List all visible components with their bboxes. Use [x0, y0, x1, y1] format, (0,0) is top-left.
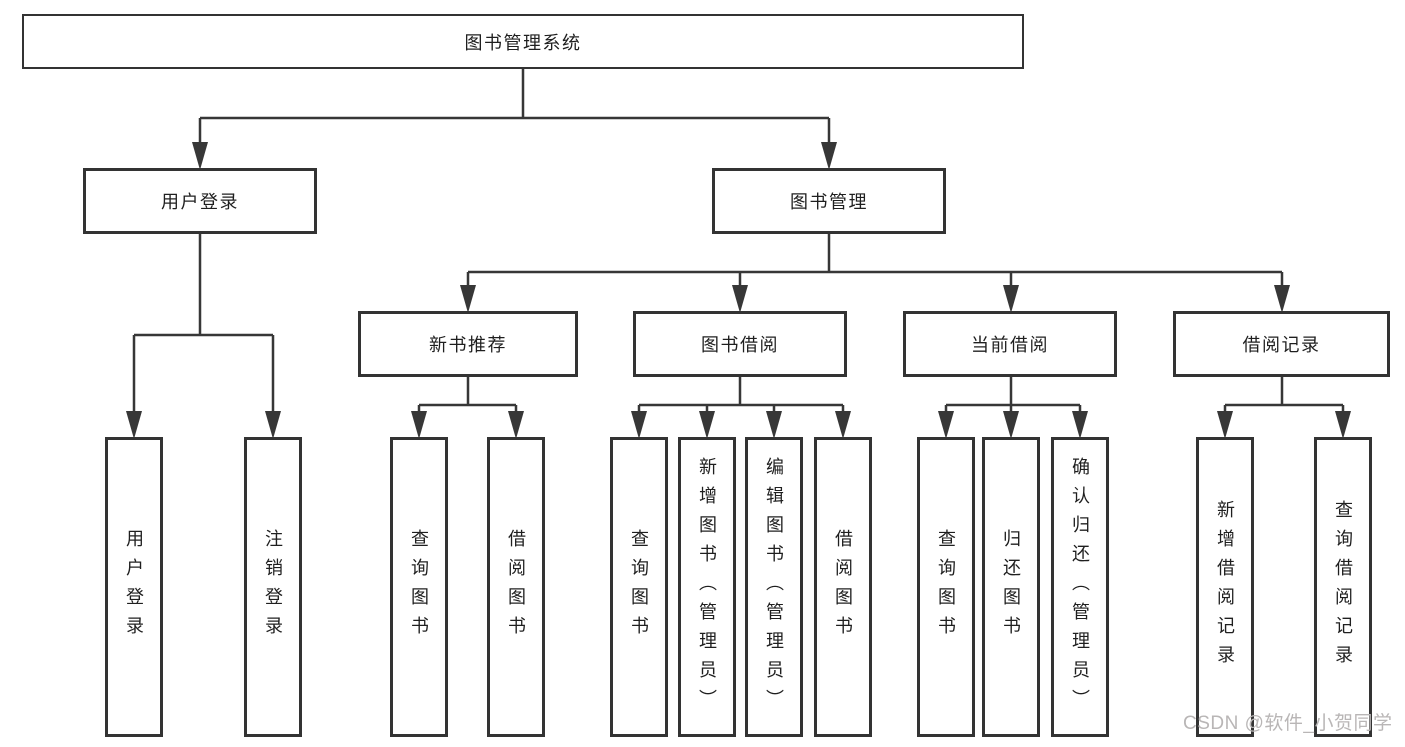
node-label: 图书管理: [790, 192, 868, 212]
leaf-label: 新增借阅记录: [1215, 500, 1235, 674]
root-to-level1-connector: [198, 69, 831, 144]
node-label: 用户登录: [161, 192, 239, 212]
node-label: 图书管理系统: [464, 32, 582, 53]
node-borrowing-records: 借阅记录: [1173, 311, 1390, 377]
node-new-book-recommendation: 新书推荐: [358, 311, 578, 377]
bookmgmt-to-sections-connector: [466, 234, 1284, 287]
leaf-logout: 注销登录: [244, 437, 302, 737]
node-book-management-branch: 图书管理: [712, 168, 946, 234]
arrowheads: [126, 142, 1351, 439]
leaf-query-borrow-record: 查询借阅记录: [1314, 437, 1372, 737]
newbook-to-leaves-connector: [417, 377, 518, 413]
leaf-add-borrow-record: 新增借阅记录: [1196, 437, 1254, 737]
leaf-label: 用户登录: [124, 529, 144, 645]
node-library-management-system: 图书管理系统: [22, 14, 1024, 69]
leaf-label: 查询图书: [936, 529, 956, 645]
node-user-login-branch: 用户登录: [83, 168, 317, 234]
bookborrow-to-leaves-connector: [637, 377, 845, 413]
node-label: 图书借阅: [701, 335, 779, 355]
leaf-query-books-recommend: 查询图书: [390, 437, 448, 737]
leaf-label: 借阅图书: [833, 529, 853, 645]
leaf-label: 查询图书: [409, 529, 429, 645]
leaf-borrow-books-recommend: 借阅图书: [487, 437, 545, 737]
leaf-label: 查询图书: [629, 529, 649, 645]
leaf-add-books-admin: 新增图书（管理员）: [678, 437, 736, 737]
node-book-borrowing: 图书借阅: [633, 311, 847, 377]
leaf-label: 确认归还（管理员）: [1070, 456, 1090, 718]
leaf-borrow-books: 借阅图书: [814, 437, 872, 737]
leaf-query-books-current: 查询图书: [917, 437, 975, 737]
leaf-user-login: 用户登录: [105, 437, 163, 737]
currentborrow-to-leaves-connector: [944, 377, 1082, 413]
borrowrecords-to-leaves-connector: [1223, 377, 1345, 413]
leaf-query-books-borrow: 查询图书: [610, 437, 668, 737]
leaf-return-books: 归还图书: [982, 437, 1040, 737]
node-label: 当前借阅: [971, 335, 1049, 355]
leaf-edit-books-admin: 编辑图书（管理员）: [745, 437, 803, 737]
node-current-borrowing: 当前借阅: [903, 311, 1117, 377]
userlogin-to-leaves-connector: [132, 234, 275, 413]
node-label: 借阅记录: [1242, 335, 1321, 355]
leaf-label: 查询借阅记录: [1333, 500, 1353, 674]
leaf-label: 归还图书: [1001, 529, 1021, 645]
leaf-label: 借阅图书: [506, 529, 526, 645]
leaf-label: 编辑图书（管理员）: [764, 456, 784, 718]
leaf-confirm-return-admin: 确认归还（管理员）: [1051, 437, 1109, 737]
leaf-label: 新增图书（管理员）: [697, 456, 717, 718]
csdn-watermark: CSDN @软件_小贺同学: [1183, 713, 1393, 734]
leaf-label: 注销登录: [263, 529, 283, 645]
node-label: 新书推荐: [429, 335, 507, 355]
